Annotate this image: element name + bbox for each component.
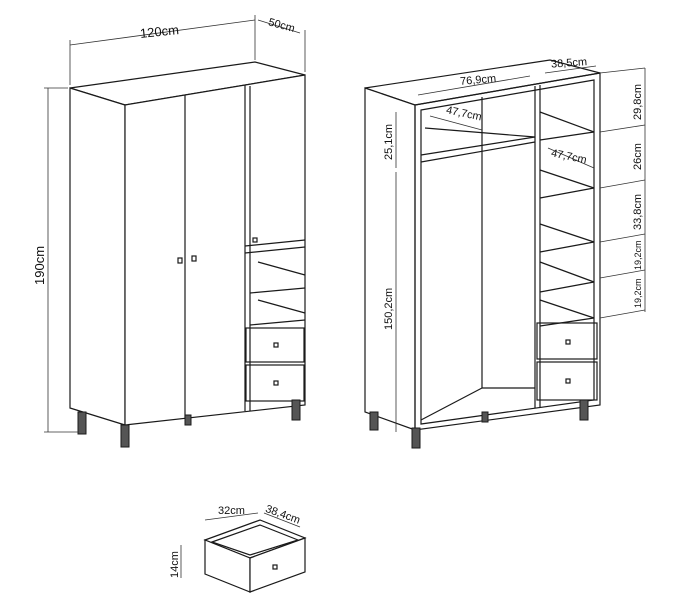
side-panel: [69, 87, 126, 426]
drawer-height-label: 14cm: [169, 551, 181, 578]
left-shelf-depth-label: 47,7cm: [445, 104, 483, 123]
right-shelf-depth-label: 47,7cm: [550, 147, 588, 166]
leg: [77, 411, 87, 435]
drawer-detail: [180, 512, 307, 593]
open-wardrobe: [364, 59, 646, 449]
compartment-4-label: 19,2cm: [633, 240, 643, 270]
left-width-label: 76,9cm: [460, 73, 497, 88]
depth-label: 50cm: [267, 16, 296, 35]
leg: [481, 411, 489, 423]
compartment-3-label: 33,8cm: [632, 194, 644, 230]
hanging-height-label: 150,2cm: [383, 288, 395, 330]
compartment-5-label: 19,2cm: [633, 278, 643, 308]
width-label: 120cm: [139, 22, 179, 41]
leg: [120, 424, 130, 448]
right-width-label: 38,5cm: [551, 56, 588, 70]
drawer-front: [536, 361, 598, 401]
right-shelves: [539, 111, 595, 327]
top-shelf-height-label: 25,1cm: [383, 124, 395, 160]
leg: [579, 399, 589, 421]
drawer-width-label: 32cm: [218, 505, 245, 517]
leg: [411, 427, 421, 449]
drawer-depth-label: 38,4cm: [264, 503, 302, 527]
closed-wardrobe: [44, 15, 306, 448]
leg: [184, 414, 192, 426]
compartment-1-label: 29,8cm: [632, 84, 644, 120]
drawer-front: [536, 322, 598, 360]
leg: [291, 399, 301, 421]
compartment-2-label: 26cm: [632, 143, 644, 170]
height-label: 190cm: [32, 246, 47, 285]
leg: [369, 411, 379, 431]
